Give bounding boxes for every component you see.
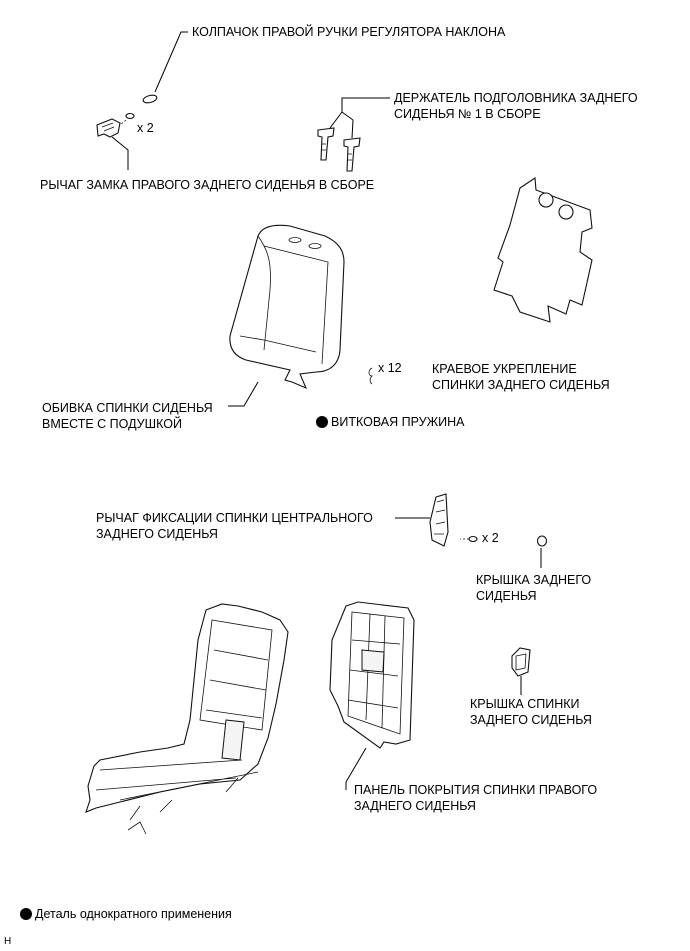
coil-spring-part bbox=[368, 367, 373, 385]
seatback-cover-part bbox=[228, 224, 345, 407]
center-lock-lever-label-line2: ЗАДНЕГО СИДЕНЬЯ bbox=[96, 527, 218, 541]
seatback-cover-label-line1: ОБИВКА СПИНКИ СИДЕНЬЯ bbox=[42, 401, 213, 415]
headrest-holder-label-line2: СИДЕНЬЯ № 1 В СБОРЕ bbox=[394, 107, 541, 121]
lock-lever-part bbox=[96, 118, 129, 170]
edge-reinforcement-part bbox=[493, 177, 593, 323]
rear-seatback-cover-label-line1: КРЫШКА СПИНКИ bbox=[470, 697, 580, 711]
corner-code: H bbox=[4, 936, 12, 947]
legend-text: Деталь однократного применения bbox=[35, 907, 232, 921]
center-lock-lever-part bbox=[395, 493, 449, 547]
coil-spring-label-text: ВИТКОВАЯ ПРУЖИНА bbox=[331, 415, 465, 429]
lock-lever-screw bbox=[119, 112, 135, 126]
back-panel-part bbox=[329, 601, 415, 790]
lock-lever-screw-qty: x 2 bbox=[137, 121, 154, 135]
knob-cap-label: КОЛПАЧОК ПРАВОЙ РУЧКИ РЕГУЛЯТОРА НАКЛОНА bbox=[192, 25, 506, 39]
headrest-holder-part bbox=[317, 97, 390, 172]
rear-seat-cover-part bbox=[536, 535, 548, 568]
center-lever-screw-qty: x 2 bbox=[482, 531, 499, 545]
rear-seatback-cover-label-line2: ЗАДНЕГО СИДЕНЬЯ bbox=[470, 713, 592, 727]
seatback-cover-label-line2: ВМЕСТЕ С ПОДУШКОЙ bbox=[42, 417, 182, 431]
seat-frame-part bbox=[85, 603, 289, 835]
back-panel-label-line1: ПАНЕЛЬ ПОКРЫТИЯ СПИНКИ ПРАВОГО bbox=[354, 783, 598, 797]
rear-seatback-cover-part bbox=[511, 647, 531, 695]
rear-seat-cover-label-line1: КРЫШКА ЗАДНЕГО bbox=[476, 573, 592, 587]
coil-spring-label: ВИТКОВАЯ ПРУЖИНА bbox=[316, 414, 464, 430]
headrest-holder-label-line1: ДЕРЖАТЕЛЬ ПОДГОЛОВНИКА ЗАДНЕГО bbox=[394, 91, 638, 105]
center-lock-lever-screw bbox=[460, 535, 478, 543]
center-lock-lever-label-line1: РЫЧАГ ФИКСАЦИИ СПИНКИ ЦЕНТРАЛЬНОГО bbox=[96, 511, 373, 525]
back-panel-label-line2: ЗАДНЕГО СИДЕНЬЯ bbox=[354, 799, 476, 813]
coil-spring-qty: x 12 bbox=[378, 361, 402, 375]
legend-dot-icon bbox=[20, 908, 32, 920]
legend: Деталь однократного применения bbox=[20, 906, 232, 922]
rear-seat-cover-label-line2: СИДЕНЬЯ bbox=[476, 589, 537, 603]
edge-reinforcement-label-line1: КРАЕВОЕ УКРЕПЛЕНИЕ bbox=[432, 362, 577, 376]
knob-cap-part bbox=[142, 31, 188, 104]
lock-lever-label: РЫЧАГ ЗАМКА ПРАВОГО ЗАДНЕГО СИДЕНЬЯ В СБ… bbox=[40, 178, 375, 192]
edge-reinforcement-label-line2: СПИНКИ ЗАДНЕГО СИДЕНЬЯ bbox=[432, 378, 610, 392]
single-use-dot-icon bbox=[316, 416, 328, 428]
